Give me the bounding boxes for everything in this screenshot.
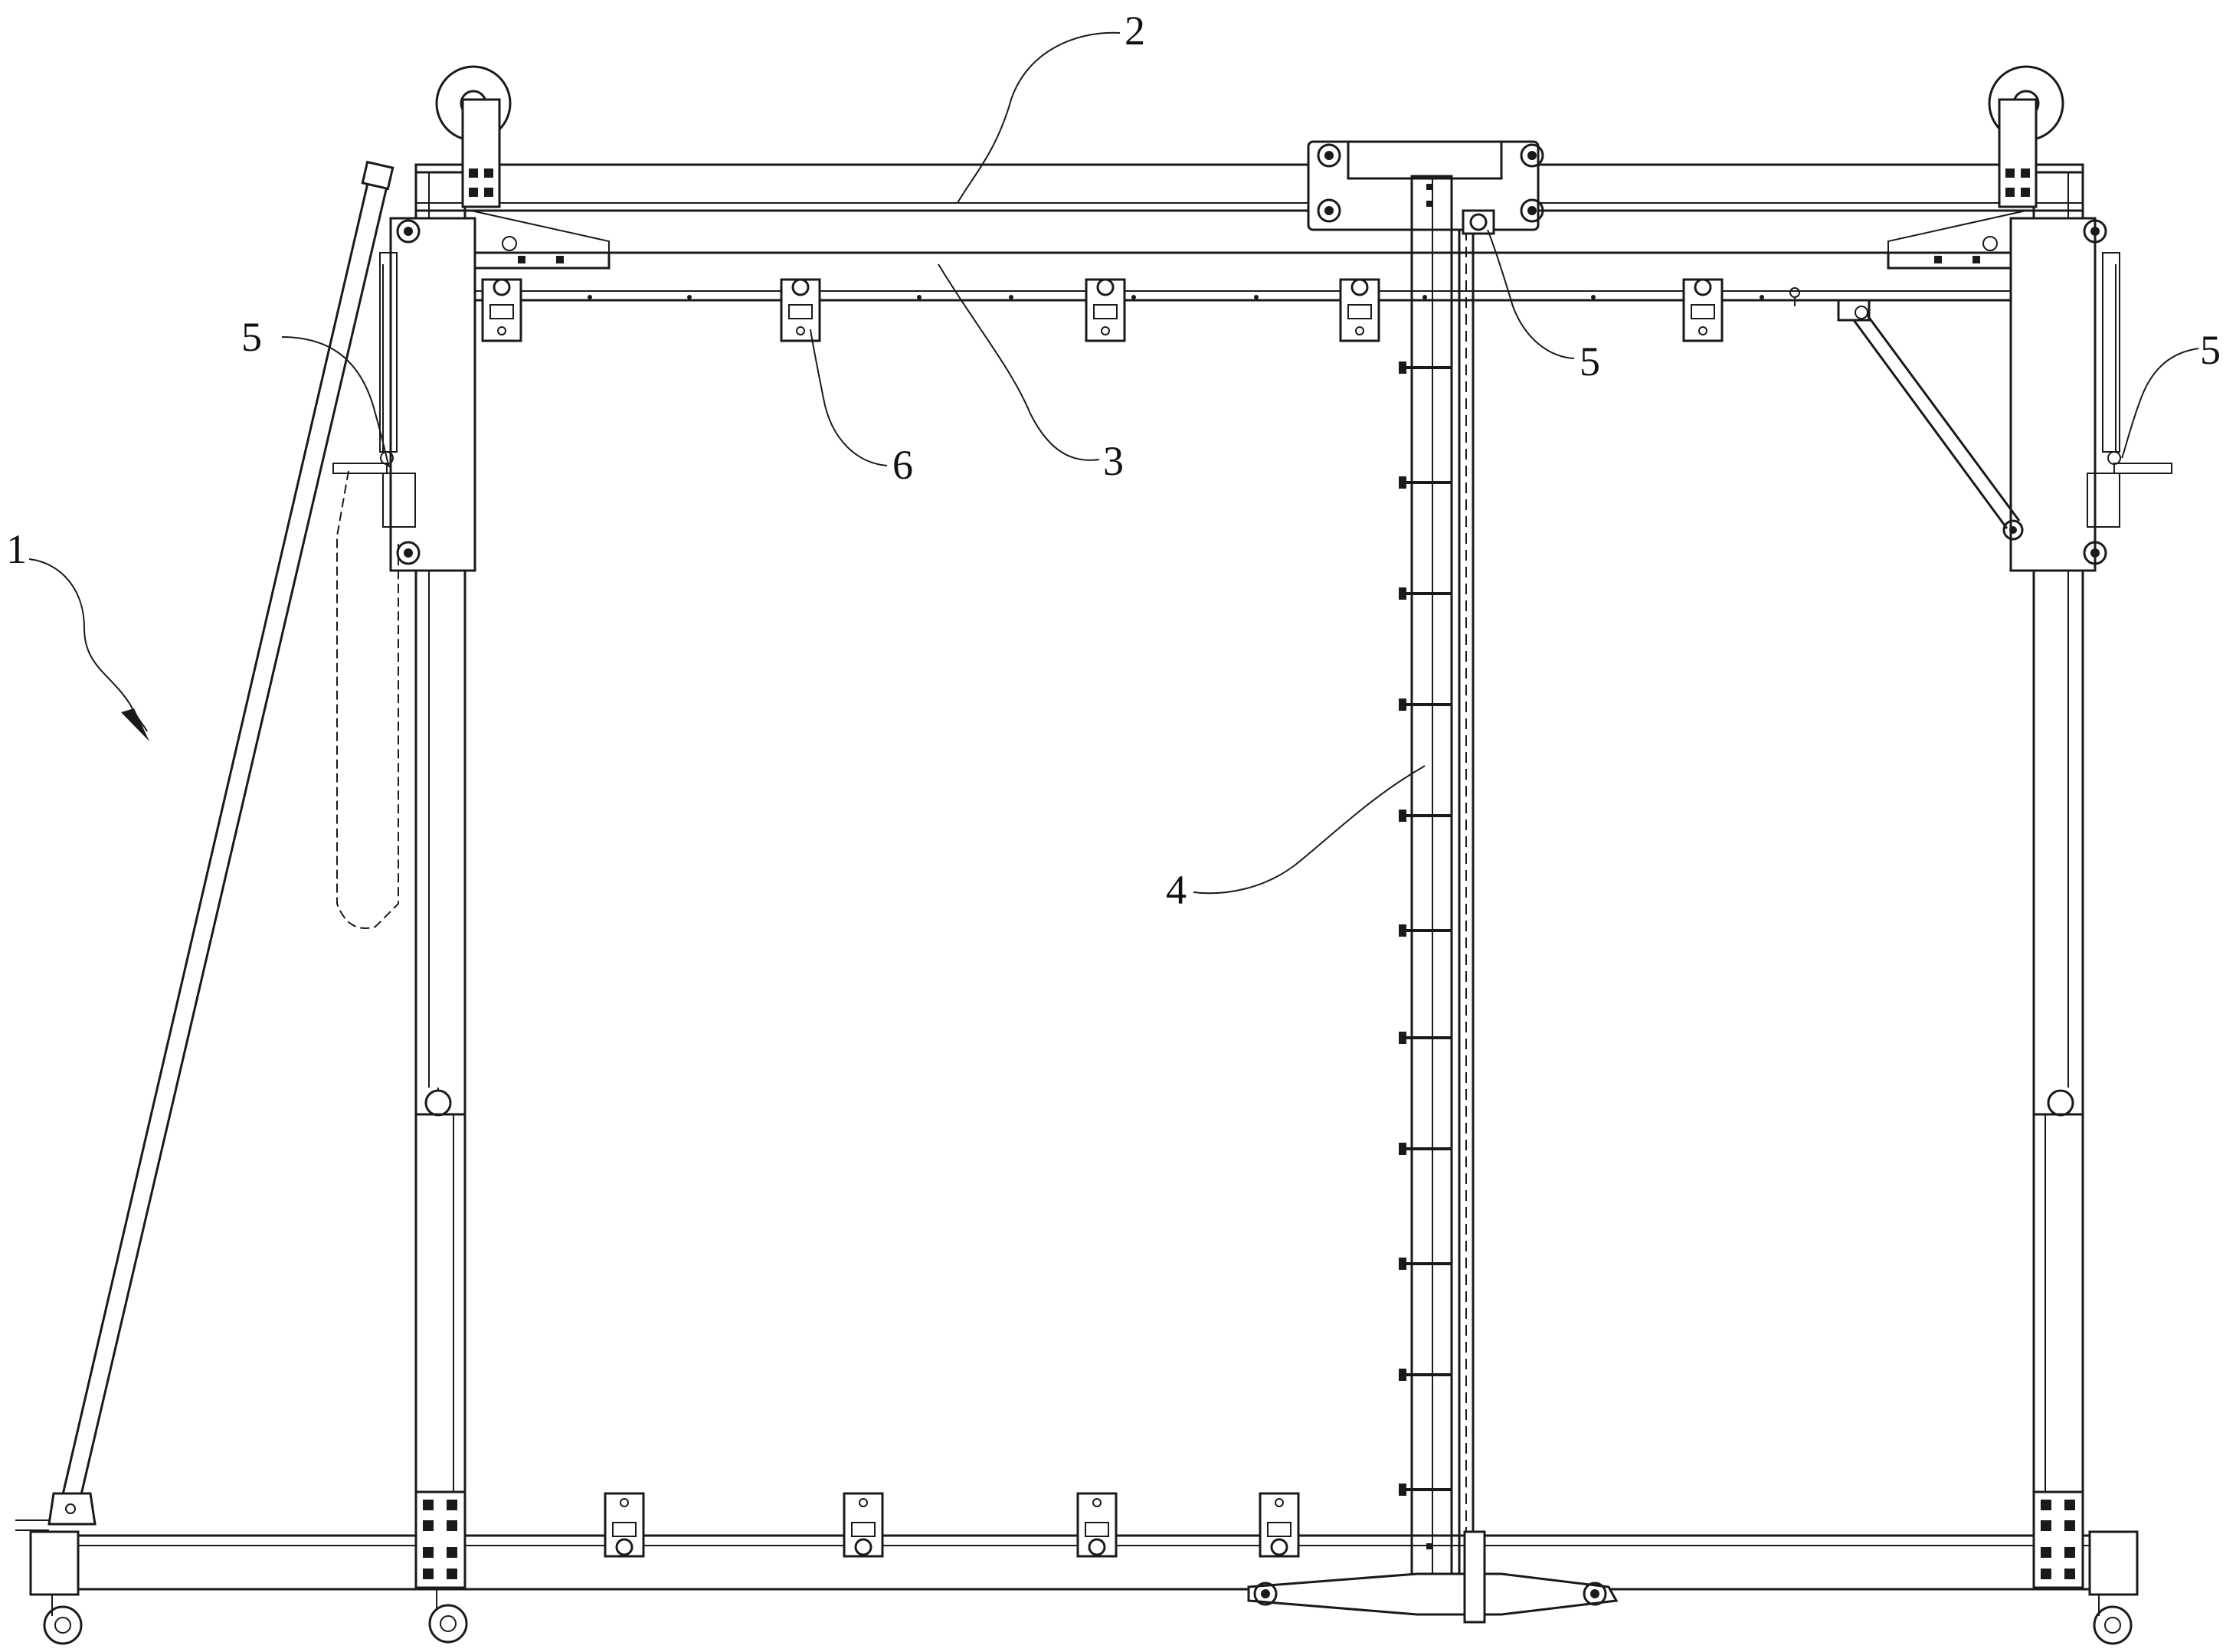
label-3: 3 xyxy=(1103,438,1124,484)
wheel-mid-left xyxy=(428,1589,468,1644)
right-column xyxy=(2032,171,2084,1589)
label-2: 2 xyxy=(1125,8,1145,54)
vertical-column xyxy=(1399,175,1495,1610)
label-5-left: 5 xyxy=(241,314,262,360)
label-1: 1 xyxy=(6,526,27,572)
pulley-right xyxy=(1988,65,2064,208)
reference-labels: 1 2 3 4 5 5 5 6 xyxy=(6,8,2221,913)
top-beam xyxy=(414,163,2084,212)
bottom-clamps xyxy=(604,1492,1300,1558)
wheel-left xyxy=(29,1530,83,1645)
top-clamps xyxy=(481,278,1724,342)
right-slider xyxy=(2009,217,2172,572)
label-5-right: 5 xyxy=(2200,327,2221,373)
label-6: 6 xyxy=(892,442,913,488)
diagonal-brace xyxy=(15,160,394,1531)
top-carriage xyxy=(1307,140,1544,231)
left-slider xyxy=(332,217,476,929)
inner-beam xyxy=(470,210,2028,306)
label-5-top: 5 xyxy=(1580,339,1600,384)
right-stay xyxy=(1837,299,2024,541)
column-pins xyxy=(1399,361,1452,1496)
leader-lines xyxy=(28,31,2199,895)
left-column xyxy=(414,171,467,1589)
wheel-right xyxy=(2088,1530,2139,1645)
label-4: 4 xyxy=(1166,867,1187,913)
bottom-carriage xyxy=(1247,1530,1619,1624)
pulley-left xyxy=(435,65,512,208)
